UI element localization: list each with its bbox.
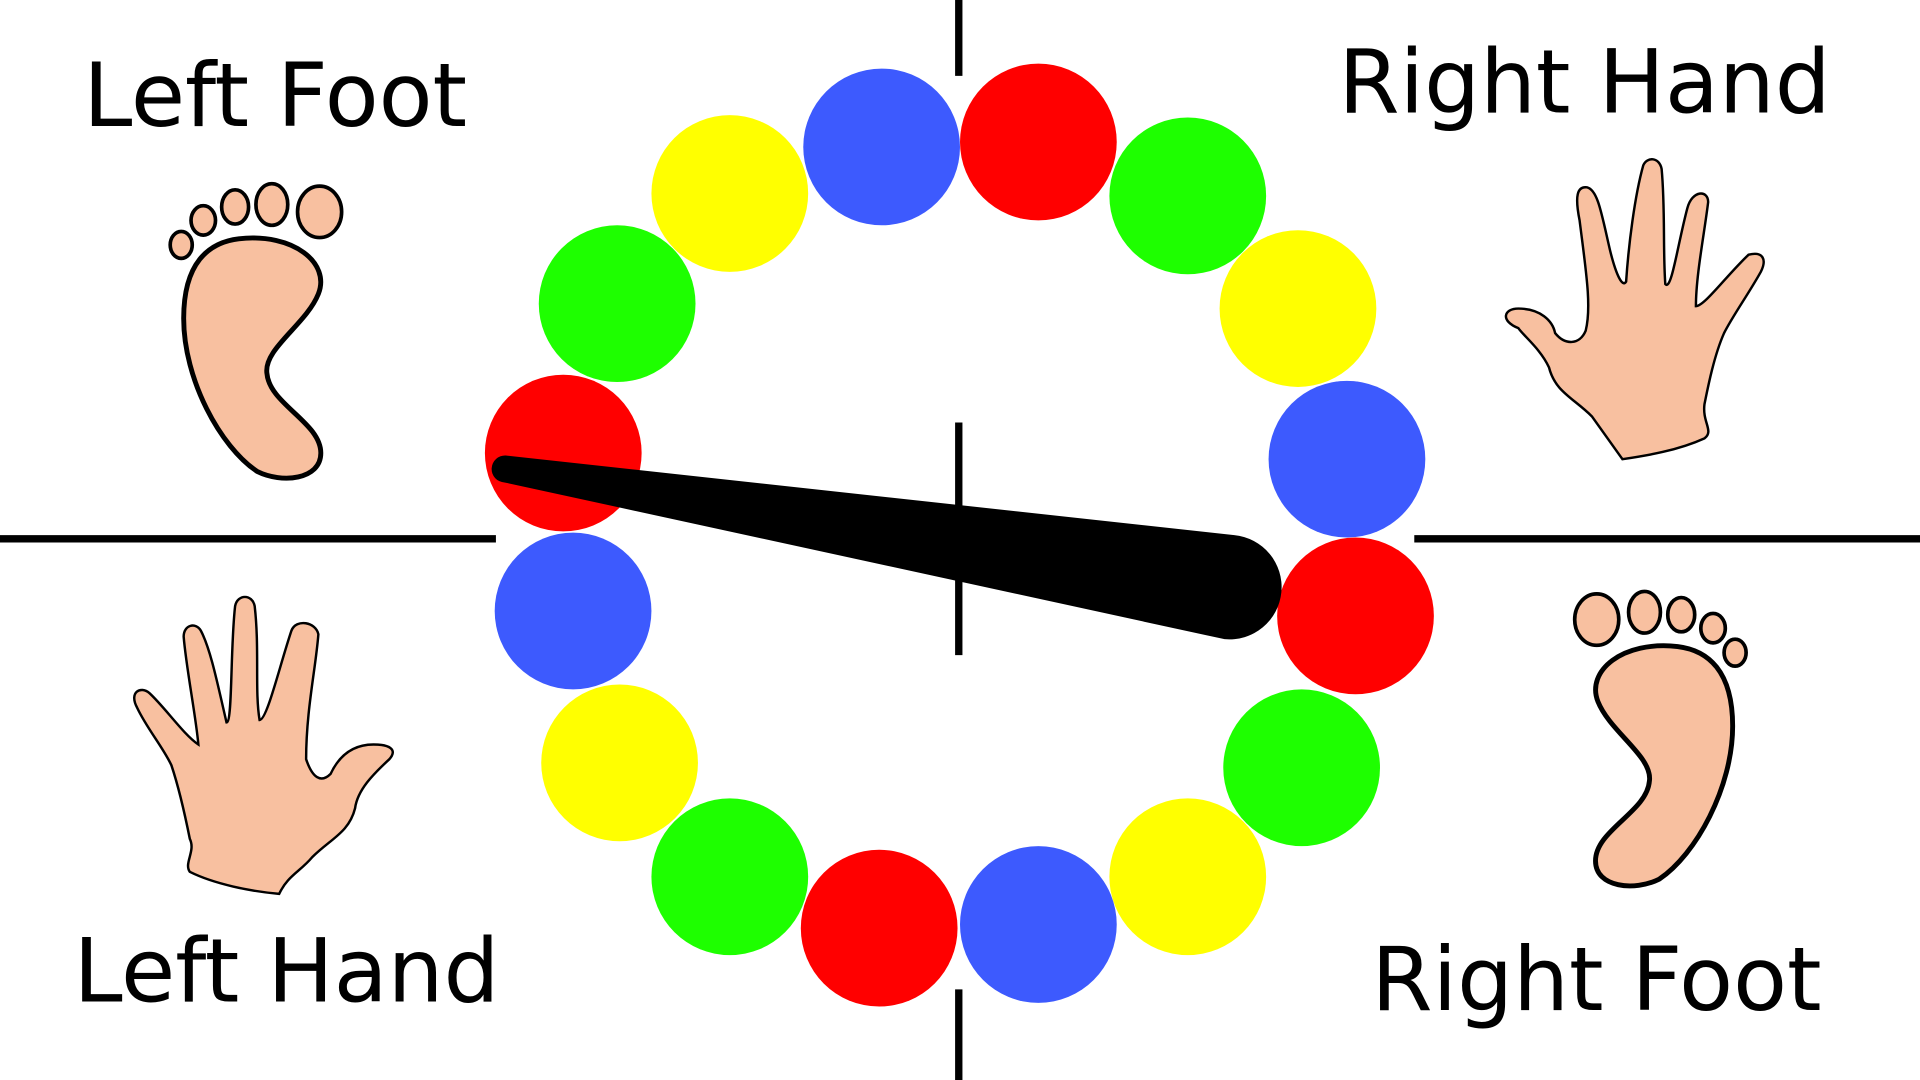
label-left-foot: Left Foot bbox=[83, 44, 467, 147]
color-ring bbox=[484, 63, 1434, 1007]
spinner-arrow[interactable] bbox=[491, 455, 1282, 640]
color-spot-yellow bbox=[651, 115, 809, 272]
color-spot-blue bbox=[494, 532, 652, 690]
right-foot-icon bbox=[1572, 589, 1748, 889]
right-hand-icon bbox=[1504, 158, 1765, 461]
label-right-hand: Right Hand bbox=[1338, 31, 1830, 134]
color-spot-green bbox=[1223, 689, 1380, 847]
color-spot-blue bbox=[1268, 380, 1426, 538]
color-spot-red bbox=[960, 63, 1117, 221]
color-spot-red bbox=[484, 374, 642, 532]
color-spot-red bbox=[800, 849, 958, 1007]
left-foot-icon bbox=[168, 181, 344, 481]
color-spot-green bbox=[538, 225, 696, 383]
color-spot-green bbox=[651, 798, 809, 956]
label-left-hand: Left Hand bbox=[73, 920, 499, 1023]
left-hand-icon bbox=[133, 595, 394, 896]
color-spot-blue bbox=[960, 846, 1117, 1003]
color-spot-yellow bbox=[1219, 230, 1377, 387]
label-right-foot: Right Foot bbox=[1371, 928, 1821, 1031]
color-spot-yellow bbox=[1109, 798, 1267, 956]
color-spot-red bbox=[1277, 537, 1434, 695]
color-spot-blue bbox=[803, 68, 960, 226]
color-spot-yellow bbox=[541, 684, 698, 842]
color-spot-green bbox=[1109, 117, 1267, 275]
